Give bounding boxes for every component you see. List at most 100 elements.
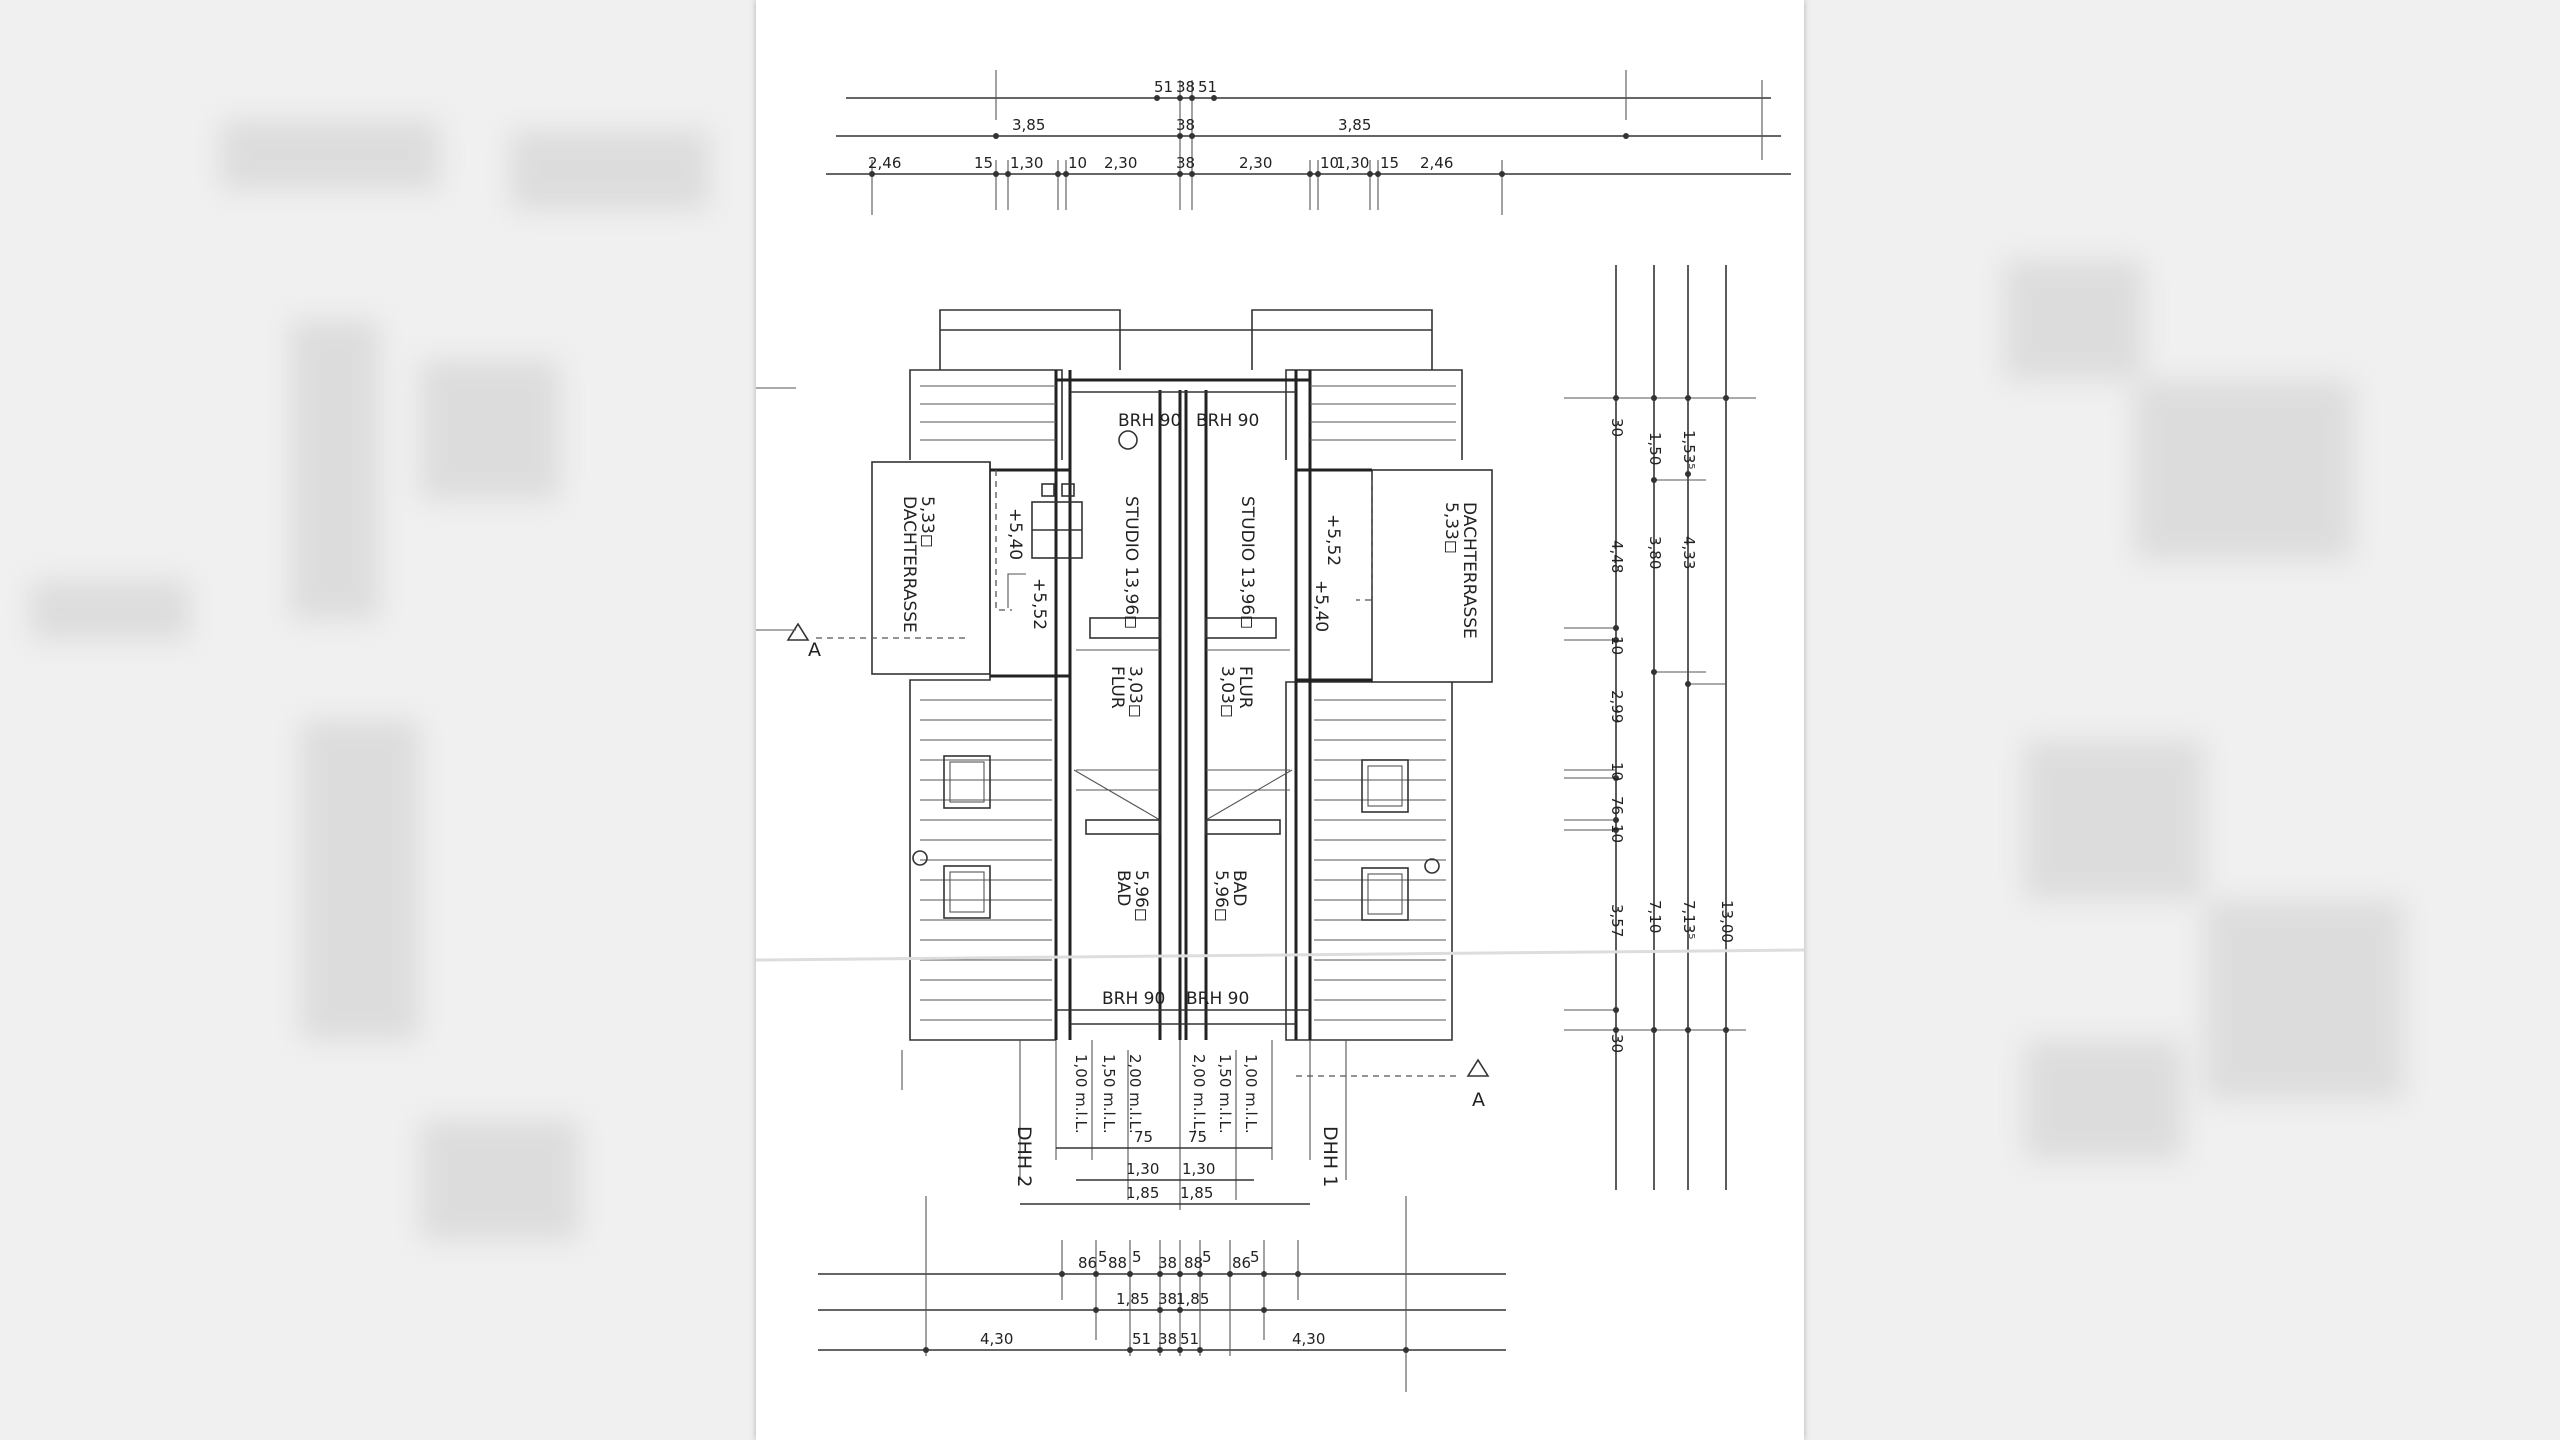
dim-label: 1,30	[1182, 1160, 1215, 1178]
dim-label: 38	[1176, 154, 1195, 172]
room-labels: DACHTERRASSE 5,33◻ STUDIO 13,96◻ +5,40 +…	[899, 496, 1479, 922]
right-terrace-label: DACHTERRASSE	[1459, 502, 1479, 639]
left-terrace-area: 5,33◻	[917, 496, 937, 548]
right-studio-label: STUDIO 13,96◻	[1237, 496, 1257, 629]
dim-label: 86	[1232, 1254, 1251, 1272]
dim-label: 5	[1202, 1248, 1212, 1266]
dim-label: 88	[1184, 1254, 1203, 1272]
dim-label: 1,85	[1176, 1290, 1209, 1308]
section-marker-label: A	[1472, 1089, 1485, 1111]
dim-label: 51	[1154, 78, 1173, 96]
left-terrace-label: DACHTERRASSE	[899, 496, 919, 633]
dim-label: 75	[1188, 1128, 1207, 1146]
dim-label: 2,30	[1104, 154, 1137, 172]
dim-label: 30	[1608, 1034, 1626, 1053]
dim-label: 15	[1380, 154, 1399, 172]
dim-label: 1,85	[1180, 1184, 1213, 1202]
dim-label: 2,99	[1608, 690, 1626, 723]
dim-label: 2,46	[1420, 154, 1453, 172]
dim-label: 51	[1132, 1330, 1151, 1348]
right-dimension-lines: 30 4,48 10 2,99 10 76 10 3,57 30 1,50 3,…	[1564, 265, 1756, 1190]
dim-label: 2,30	[1239, 154, 1272, 172]
left-flur-area: 3,03◻	[1125, 666, 1145, 718]
dim-label: 1,50 m.l.L.	[1100, 1054, 1118, 1134]
brh-top-left: BRH 90	[1118, 411, 1181, 431]
dim-label: 3,85	[1338, 116, 1371, 134]
right-flur-area: 3,03◻	[1217, 666, 1237, 718]
dim-label: 3,85	[1012, 116, 1045, 134]
dim-label: 5	[1098, 1248, 1108, 1266]
left-studio-label: STUDIO 13,96◻	[1121, 496, 1141, 629]
scanned-floor-plan-sheet: 51 38 51 3,85 38 3,85 2,46 15 1,30 10 2,…	[756, 0, 1804, 1440]
dim-label: 38	[1158, 1290, 1177, 1308]
dim-label: 38	[1176, 116, 1195, 134]
floor-plan-drawing: 51 38 51 3,85 38 3,85 2,46 15 1,30 10 2,…	[756, 70, 1804, 1392]
dim-label: 10	[1608, 824, 1626, 843]
left-flur-label: FLUR	[1107, 666, 1127, 709]
dim-label: 7,10	[1646, 900, 1664, 933]
top-dimension-labels: 51 38 51 3,85 38 3,85 2,46 15 1,30 10 2,…	[868, 78, 1453, 172]
dim-label: 1,30	[1010, 154, 1043, 172]
right-level-a: +5,52	[1323, 514, 1343, 566]
dim-label: 1,30	[1336, 154, 1369, 172]
dim-label: 76	[1608, 796, 1626, 815]
house-label-right: DHH 1	[1319, 1126, 1341, 1187]
dim-label: 2,00 m.l.L.	[1126, 1054, 1144, 1134]
dim-label: 51	[1180, 1330, 1199, 1348]
dim-label: 1,00 m.l.L.	[1242, 1054, 1260, 1134]
dim-label: 1,50 m.l.L.	[1216, 1054, 1234, 1134]
dim-label: 7,13⁵	[1680, 900, 1698, 939]
right-terrace-area: 5,33◻	[1441, 502, 1461, 554]
brh-labels: BRH 90 BRH 90 BRH 90 BRH 90	[1102, 411, 1259, 1009]
house-label-left: DHH 2	[1013, 1126, 1035, 1187]
dim-label: 38	[1158, 1330, 1177, 1348]
dim-label: 2,00 m.l.L.	[1190, 1054, 1208, 1134]
brh-top-right: BRH 90	[1196, 411, 1259, 431]
left-bad-area: 5,96◻	[1131, 870, 1151, 922]
right-bad-label: BAD	[1229, 870, 1249, 906]
stair-dimensions: DHH 2 DHH 1 1,00 m.l.L. 1,50 m.l.L. 2,00…	[901, 1040, 1347, 1210]
dim-label: 1,30	[1126, 1160, 1159, 1178]
background-left	[0, 0, 756, 1440]
right-bad-area: 5,96◻	[1211, 870, 1231, 922]
dim-label: 4,30	[980, 1330, 1013, 1348]
dim-label: 10	[1608, 636, 1626, 655]
top-dimension-lines	[826, 70, 1791, 215]
dim-label: 10	[1068, 154, 1087, 172]
roof-hatching	[920, 385, 1456, 1021]
dim-label: 30	[1608, 418, 1626, 437]
dim-label: 4,33	[1680, 536, 1698, 569]
section-line-a: A A	[786, 622, 1490, 1111]
brh-bottom-right: BRH 90	[1186, 989, 1249, 1009]
dim-label: 86	[1078, 1254, 1097, 1272]
dim-label: 13,00	[1718, 900, 1736, 943]
left-level-a: +5,40	[1005, 508, 1025, 560]
dim-label: 4,30	[1292, 1330, 1325, 1348]
dim-label: 5	[1132, 1248, 1142, 1266]
dim-label: 38	[1176, 78, 1195, 96]
right-level-b: +5,40	[1311, 580, 1331, 632]
right-flur-label: FLUR	[1235, 666, 1255, 709]
left-level-b: +5,52	[1029, 578, 1049, 630]
dim-label: 38	[1158, 1254, 1177, 1272]
dim-label: 10	[1608, 762, 1626, 781]
dim-label: 5	[1250, 1248, 1260, 1266]
bottom-dimension-lines: 86 5 88 5 38 88 5 86 5 1,85 38 1,85 4,30…	[818, 1196, 1506, 1392]
section-marker-label: A	[808, 639, 821, 661]
building-outline	[871, 309, 1493, 1041]
dim-label: 3,80	[1646, 536, 1664, 569]
dim-label: 4,48	[1608, 540, 1626, 573]
dim-label: 10	[1320, 154, 1339, 172]
dim-label: 3,57	[1608, 904, 1626, 937]
dim-label: 75	[1134, 1128, 1153, 1146]
dim-label: 88	[1108, 1254, 1127, 1272]
dim-label: 2,46	[868, 154, 901, 172]
dim-label: 51	[1198, 78, 1217, 96]
paper-fold-line	[756, 948, 1804, 962]
dim-label: 1,50	[1646, 432, 1664, 465]
dim-label: 1,53⁵	[1680, 430, 1698, 469]
left-bad-label: BAD	[1113, 870, 1133, 906]
dim-label: 1,85	[1126, 1184, 1159, 1202]
background-right	[1804, 0, 2560, 1440]
roof-windows	[912, 755, 1440, 921]
